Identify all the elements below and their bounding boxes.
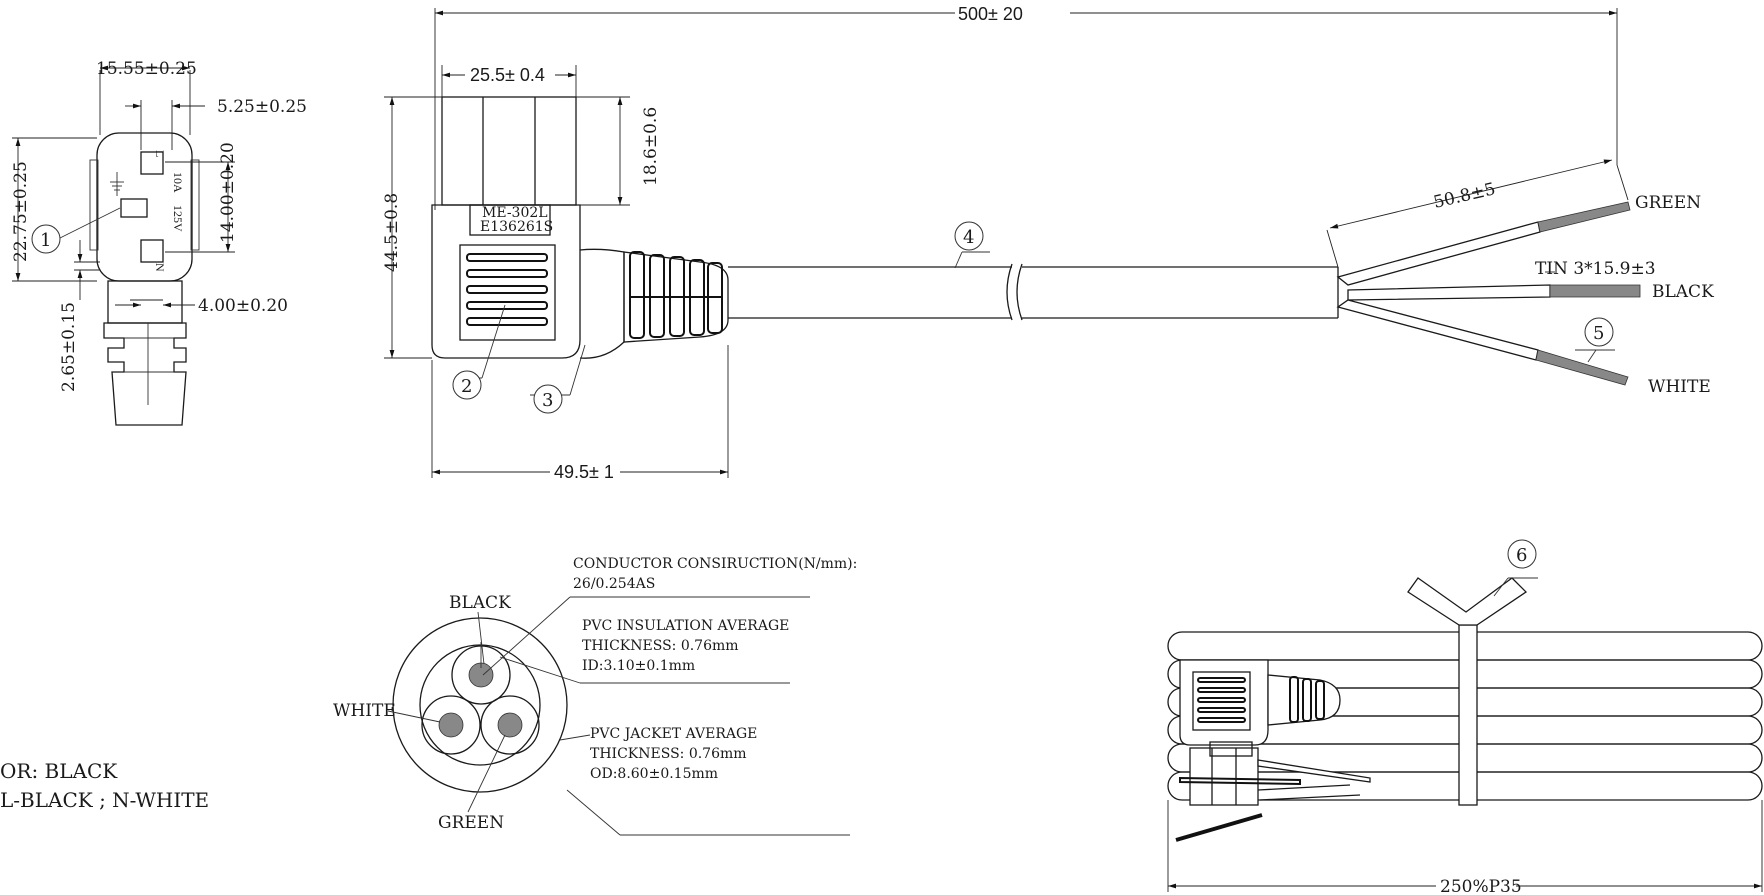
callout-1: [31, 224, 61, 254]
dim-plug-height: 44.5±0.8: [382, 193, 402, 272]
callout-5-label: 5: [1593, 323, 1604, 344]
rating-current: 10A: [171, 172, 185, 193]
face-n-label: N: [153, 263, 167, 272]
callout-2: [452, 370, 482, 400]
plug-label-plate: [469, 204, 551, 236]
plug-tip: [441, 96, 577, 206]
conductor-title: CONDUCTOR CONSIRUCTION(N/mm):: [573, 556, 857, 572]
strain-relief: [623, 251, 729, 343]
xs-black-label: BLACK: [449, 593, 511, 613]
dim-pin-spacing: 14.00±0.20: [218, 142, 238, 243]
dim-overall-length: 500± 20: [958, 4, 1023, 24]
callout-3-label: 3: [542, 390, 553, 411]
dim-plug-depth: 49.5± 1: [554, 462, 614, 482]
note-wiring: L-BLACK ; N-WHITE: [0, 788, 209, 812]
wire-green-label: GREEN: [1635, 193, 1701, 213]
plug-model: ME-302L: [482, 205, 548, 221]
xs-green-label: GREEN: [438, 813, 504, 833]
dim-pin-offset: 5.25±0.25: [217, 97, 307, 117]
callout-3: [533, 384, 563, 414]
pin-l: [140, 151, 164, 175]
callout-4: [954, 221, 984, 251]
dim-bundle-length: 250%P35: [1440, 877, 1522, 895]
plug-body: [431, 204, 581, 359]
plug-face-view: L N 10A 125V 15.55±0.25 5.25±0.25 22.75±…: [11, 59, 307, 426]
wire-white-label: WHITE: [1648, 377, 1711, 397]
callout-5: [1584, 317, 1614, 347]
face-l-label: L: [153, 150, 167, 157]
note-color: OR: BLACK: [0, 759, 118, 783]
callout-6: [1507, 539, 1537, 569]
insulation-title: PVC INSULATION AVERAGE: [582, 618, 789, 634]
dim-face-height: 22.75±0.25: [11, 161, 31, 262]
side-view: 500± 20 25.5± 0.4 18.6±0.6 ME-302L E1362…: [382, 2, 1714, 482]
dim-strip-length: 50.8±5: [1432, 179, 1498, 213]
pin-n: [140, 239, 164, 263]
jacket-inner: [419, 644, 541, 766]
callout-2-label: 2: [461, 376, 472, 397]
jacket-outer: [392, 617, 568, 793]
insulation-thickness: THICKNESS: 0.76mm: [582, 638, 739, 654]
dim-tin: TIN 3*15.9±3: [1535, 259, 1656, 279]
tie-strap: [1458, 624, 1478, 806]
jacket-od: OD:8.60±0.15mm: [590, 766, 718, 782]
coiled-bundle: 6 250%P35: [1167, 539, 1763, 895]
cross-section: BLACK WHITE GREEN CONDUCTOR CONSIRUCTION…: [333, 556, 857, 836]
dim-pin-width: 4.00±0.20: [198, 296, 288, 316]
rating-voltage: 125V: [171, 205, 185, 232]
notes: OR: BLACK L-BLACK ; N-WHITE: [0, 759, 209, 812]
callout-1-label: 1: [40, 230, 51, 251]
xs-white-label: WHITE: [333, 701, 396, 721]
dim-face-width: 15.55±0.25: [96, 59, 197, 79]
insulation-id: ID:3.10±0.1mm: [582, 658, 695, 674]
conductor-value: 26/0.254AS: [573, 576, 655, 592]
callout-4-label: 4: [963, 227, 974, 248]
plug-cert: E136261S: [480, 219, 553, 235]
jacket-title: PVC JACKET AVERAGE: [590, 726, 757, 742]
jacket-thickness: THICKNESS: 0.76mm: [590, 746, 747, 762]
wire-black-label: BLACK: [1652, 282, 1714, 302]
dim-pin-thickness: 2.65±0.15: [59, 302, 79, 392]
dim-plug-width: 25.5± 0.4: [470, 65, 545, 85]
plug-grip: [459, 244, 556, 341]
dim-plug-tip-height: 18.6±0.6: [641, 107, 661, 186]
pin-ground: [120, 198, 148, 218]
callout-6-label: 6: [1516, 545, 1527, 566]
